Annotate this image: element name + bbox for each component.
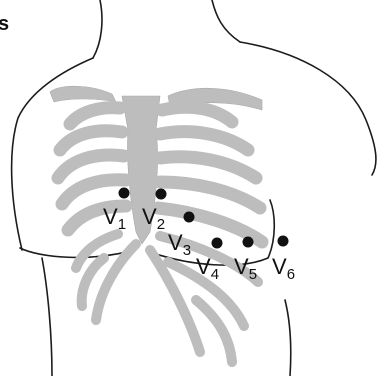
right-rib-3 — [160, 157, 256, 178]
electrode-v3 — [184, 212, 195, 223]
left-rib-1 — [70, 108, 120, 124]
lead-label-v6: V6 — [272, 254, 295, 283]
left-clavicle — [50, 86, 116, 102]
electrode-v4 — [212, 238, 223, 249]
lead-label-v5: V5 — [234, 254, 257, 283]
electrode-v5 — [243, 237, 254, 248]
left-side-line — [42, 258, 52, 376]
electrode-v2 — [156, 189, 167, 200]
neck-right-line — [212, 0, 240, 42]
right-arm-line — [285, 300, 291, 376]
electrode-v6 — [278, 236, 289, 247]
left-rib-2 — [60, 131, 122, 150]
electrode-v1 — [119, 188, 130, 199]
lead-label-v3: V3 — [168, 230, 191, 259]
right-rib-2 — [160, 132, 248, 150]
right-rib-1 — [162, 107, 232, 122]
neck-left-line — [93, 0, 102, 58]
corner-text: s — [0, 13, 9, 35]
